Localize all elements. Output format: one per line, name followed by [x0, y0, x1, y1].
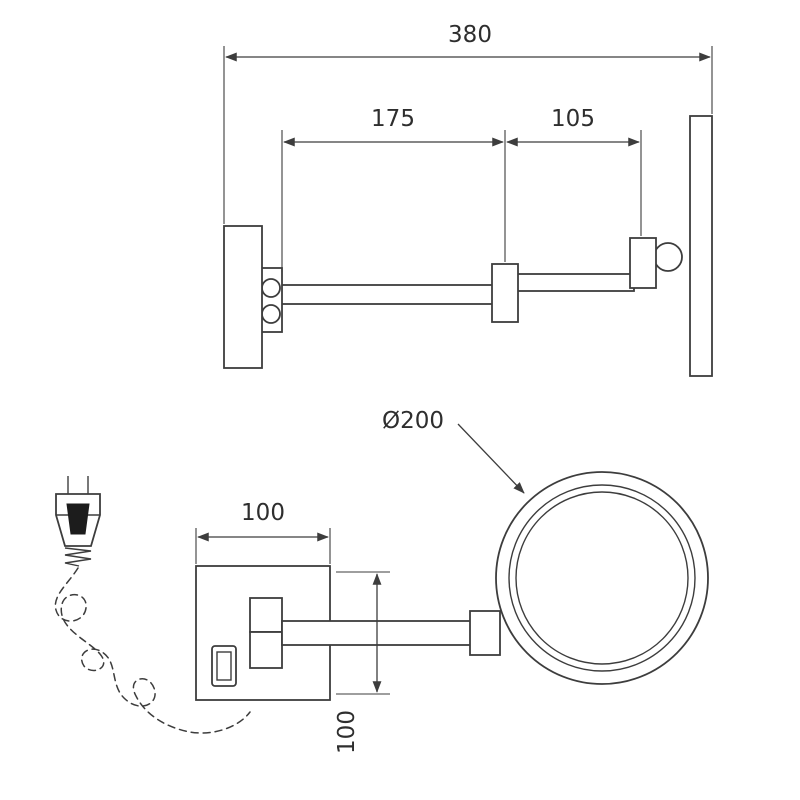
mirror-glass — [515, 491, 689, 665]
dim-label-100-height: 100 — [334, 710, 360, 754]
arm-joint-middle — [491, 263, 519, 323]
power-switch — [211, 645, 237, 687]
mirror-panel-edge — [689, 115, 713, 377]
arm-front-joint — [469, 610, 501, 656]
dim-label-380: 380 — [448, 22, 492, 48]
power-plug-icon — [55, 476, 101, 567]
arm-segment-2 — [515, 273, 635, 292]
front-hinge-upper — [249, 597, 283, 633]
hinge-knuckle-top — [261, 278, 281, 298]
power-switch-rocker — [216, 651, 232, 681]
hinge-knuckle-bottom — [261, 304, 281, 324]
dim-label-100-width: 100 — [241, 500, 285, 526]
wall-plate-side — [223, 225, 263, 369]
swivel-ball — [653, 242, 683, 272]
power-cord — [54, 567, 251, 734]
leader-line-diameter — [457, 423, 525, 494]
arm-segment-1 — [279, 284, 495, 305]
mirror-frame-outer — [495, 471, 709, 685]
arm-joint-right — [629, 237, 657, 289]
side-view: 380 175 105 — [223, 22, 713, 377]
front-hinge-lower — [249, 631, 283, 669]
dim-label-105: 105 — [551, 106, 595, 132]
mirror-frame-inner — [508, 484, 696, 672]
dim-label-diameter-200: Ø200 — [382, 408, 444, 434]
plug-strain-relief-coil — [64, 547, 92, 567]
plug-core — [66, 503, 90, 535]
front-view: 100 100 Ø200 — [54, 408, 709, 754]
dim-label-175: 175 — [371, 106, 415, 132]
